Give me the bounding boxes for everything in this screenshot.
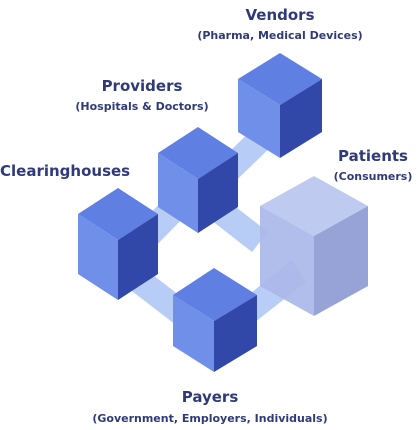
patients-cube	[260, 176, 368, 316]
providers-label: Providers (Hospitals & Doctors)	[52, 77, 232, 113]
patients-subtitle: (Consumers)	[333, 170, 413, 183]
patients-title: Patients	[338, 147, 408, 165]
vendors-title: Vendors	[245, 6, 315, 24]
clearinghouses-title: Clearinghouses	[0, 162, 131, 180]
payers-title: Payers	[181, 388, 239, 406]
providers-subtitle: (Hospitals & Doctors)	[75, 100, 209, 113]
vendors-cube	[238, 53, 322, 158]
payers-subtitle: (Government, Employers, Individuals)	[92, 412, 328, 425]
patients-label: Patients (Consumers)	[328, 147, 418, 183]
providers-cube	[158, 127, 238, 233]
payers-cube	[173, 268, 257, 372]
payers-label: Payers (Government, Employers, Individua…	[60, 388, 360, 425]
providers-title: Providers	[101, 77, 183, 95]
vendors-label: Vendors (Pharma, Medical Devices)	[180, 6, 380, 42]
clearinghouses-label: Clearinghouses	[0, 162, 131, 180]
clearinghouses-cube	[78, 188, 158, 300]
vendors-subtitle: (Pharma, Medical Devices)	[197, 29, 363, 42]
